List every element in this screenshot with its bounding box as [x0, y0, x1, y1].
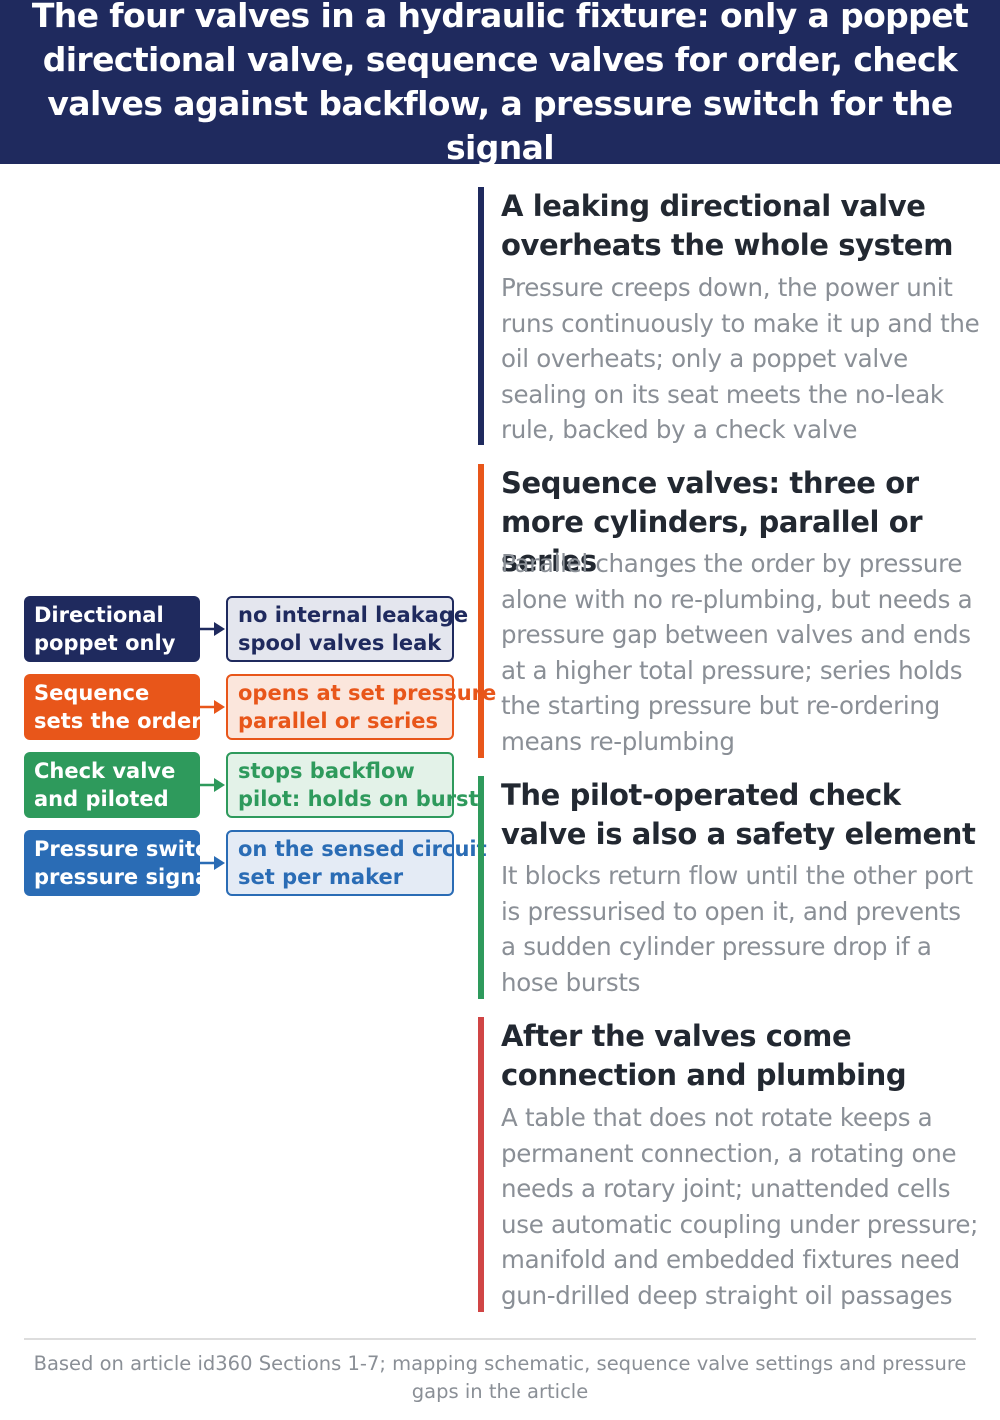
label-pressure-switch: Pressure switch pressure signal: [24, 830, 200, 896]
mapping-row-sequence: Sequence sets the order opens at set pre…: [24, 674, 497, 740]
section-heading: After the valves come connection and plu…: [501, 1019, 907, 1092]
label-line: and piloted: [34, 787, 169, 811]
arrow-right-icon: [200, 856, 225, 870]
section-heading: The pilot-operated check valve is also a…: [501, 778, 976, 851]
section-accent-bar: [478, 776, 484, 999]
title-banner: The four valves in a hydraulic fixture: …: [0, 0, 1000, 167]
desc-line: pilot: holds on burst: [238, 787, 479, 811]
mapping-row-directional: Directional poppet only no internal leak…: [24, 596, 469, 662]
desc-line: set per maker: [238, 865, 404, 889]
arrow-right-icon: [200, 778, 225, 792]
source-note: Based on article id360 Sections 1-7; map…: [33, 1352, 967, 1403]
section-sequence-valves: Sequence valves: three or more cylinders…: [478, 464, 978, 758]
desc-line: spool valves leak: [238, 631, 442, 655]
label-line: Pressure switch: [34, 837, 200, 861]
section-body: Pressure creeps down, the power unit run…: [501, 273, 980, 444]
page-title: The four valves in a hydraulic fixture: …: [31, 0, 969, 167]
desc-line: parallel or series: [238, 709, 439, 733]
section-body: It blocks return flow until the other po…: [501, 861, 973, 997]
footer-divider: [24, 1338, 976, 1340]
section-heading: Sequence valves: three or more cylinders…: [501, 466, 923, 578]
desc-pressure-switch: on the sensed circuit set per maker: [226, 830, 487, 896]
section-directional-leak: A leaking directional valve overheats th…: [478, 187, 980, 445]
section-body: Parallel changes the order by pressure a…: [501, 549, 973, 756]
label-line: Directional: [34, 603, 164, 627]
label-line: sets the order: [34, 709, 200, 733]
desc-line: on the sensed circuit: [238, 837, 487, 861]
label-check: Check valve and piloted: [24, 752, 200, 818]
label-line: poppet only: [34, 631, 176, 655]
section-accent-bar: [478, 1017, 484, 1312]
desc-line: no internal leakage: [238, 603, 469, 627]
desc-line: opens at set pressure: [238, 681, 497, 705]
label-line: Sequence: [34, 681, 150, 705]
arrow-right-icon: [200, 622, 225, 636]
desc-check: stops backflow pilot: holds on burst: [226, 752, 479, 818]
arrow-right-icon: [200, 700, 225, 714]
section-heading: A leaking directional valve overheats th…: [501, 189, 954, 262]
label-directional: Directional poppet only: [24, 596, 200, 662]
label-line: Check valve: [34, 759, 176, 783]
desc-line: stops backflow: [238, 759, 415, 783]
mapping-row-check: Check valve and piloted stops backflow p…: [24, 752, 479, 818]
section-accent-bar: [478, 187, 484, 445]
label-sequence: Sequence sets the order: [24, 674, 200, 740]
label-line: pressure signal: [34, 865, 200, 889]
desc-directional: no internal leakage spool valves leak: [226, 596, 469, 662]
desc-sequence: opens at set pressure parallel or series: [226, 674, 497, 740]
mapping-row-pressure-switch: Pressure switch pressure signal on the s…: [24, 830, 487, 896]
section-body: A table that does not rotate keeps a per…: [501, 1103, 979, 1310]
section-connection-plumbing: After the valves come connection and plu…: [478, 1017, 978, 1312]
section-accent-bar: [478, 464, 484, 758]
section-pilot-check: The pilot-operated check valve is also a…: [478, 776, 978, 999]
